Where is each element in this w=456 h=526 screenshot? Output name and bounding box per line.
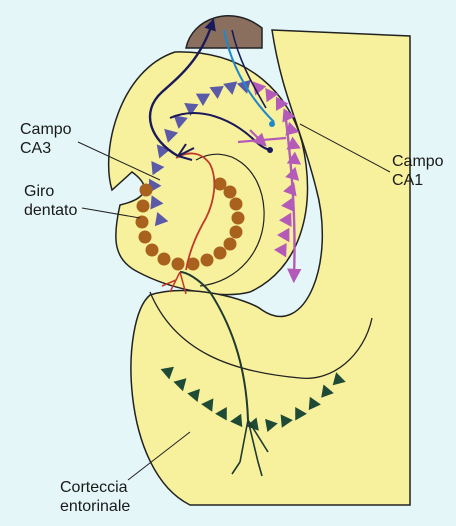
label-giro-dentato: Giro dentato — [24, 182, 77, 220]
blue-fiber-terminal-icon — [269, 121, 275, 127]
granule-cell-icon — [224, 238, 237, 251]
granule-cell-icon — [232, 212, 245, 225]
granule-cell-icon — [172, 258, 185, 271]
label-campo-ca1: Campo CA1 — [392, 152, 444, 190]
label-campo-ca3: Campo CA3 — [20, 120, 72, 158]
granule-cell-icon — [214, 178, 227, 191]
granule-cell-icon — [146, 244, 159, 257]
granule-cell-icon — [137, 200, 150, 213]
granule-cell-icon — [230, 226, 243, 239]
granule-cell-icon — [230, 198, 243, 211]
granule-cell-icon — [158, 253, 171, 266]
schaffer-terminal-icon — [267, 147, 273, 153]
granule-cell-icon — [214, 247, 227, 260]
granule-cell-icon — [201, 254, 214, 267]
granule-cell-icon — [139, 231, 152, 244]
label-corteccia-entorinale: Corteccia entorinale — [60, 478, 130, 516]
granule-cell-icon — [140, 184, 153, 197]
